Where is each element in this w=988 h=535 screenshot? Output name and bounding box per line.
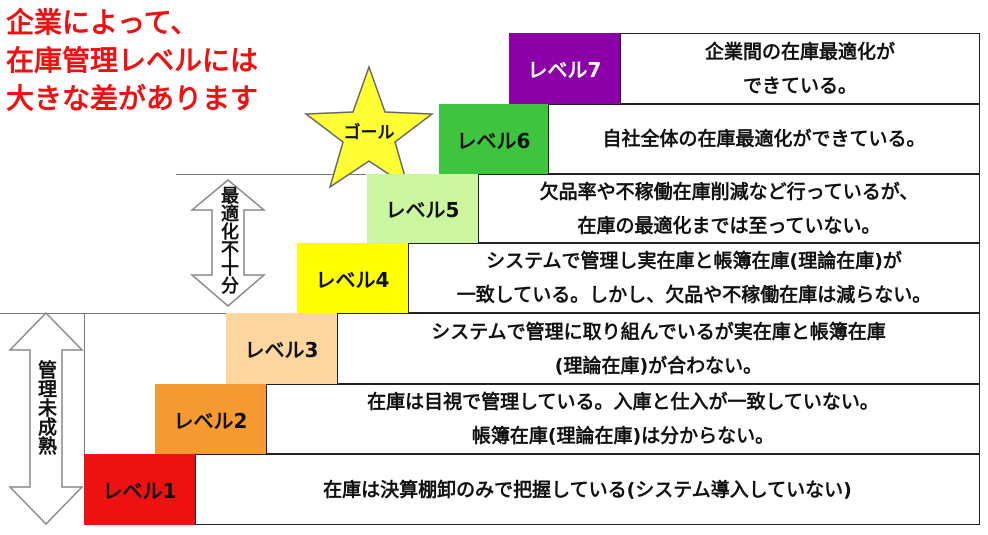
- level-1-description: 在庫は決算棚卸のみで把握している(システム導入していない): [195, 454, 980, 525]
- level-5-badge: レベル5: [367, 174, 478, 243]
- level-4-badge: レベル4: [297, 243, 408, 313]
- level-4-description: システムで管理し実在庫と帳簿在庫(理論在庫)が 一致している。しかし、欠品や不稼…: [408, 243, 980, 313]
- guide-line-top: [176, 174, 366, 175]
- level-2-description: 在庫は目視で管理している。入庫と仕入が一致していない。 帳簿在庫(理論在庫)は分…: [266, 384, 980, 454]
- level-7-description: 企業間の在庫最適化が できている。: [620, 33, 980, 104]
- level-6-description: 自社全体の在庫最適化ができている。: [548, 104, 980, 174]
- level-3-badge: レベル3: [226, 313, 337, 384]
- headline: 企業によって、 在庫管理レベルには 大きな差があります: [6, 6, 259, 115]
- level-7-badge: レベル7: [509, 33, 620, 104]
- guide-line-mid: [0, 313, 226, 314]
- level-6-badge: レベル6: [439, 104, 548, 174]
- arrow-label-optimization: 最適化不十分: [218, 186, 239, 294]
- level-3-description: システムで管理に取り組んでいるが実在庫と帳簿在庫 (理論在庫)が合わない。: [337, 313, 980, 384]
- level-1-badge: レベル1: [84, 454, 195, 525]
- up-down-arrow-optimization: [189, 179, 267, 307]
- arrow-label-management: 管理未成熟: [35, 360, 57, 455]
- level-2-badge: レベル2: [155, 384, 266, 454]
- staircase-edge: [84, 313, 85, 525]
- goal-label: ゴール: [343, 123, 395, 143]
- up-down-arrow-management: [8, 311, 84, 526]
- level-5-description: 欠品率や不稼働在庫削減など行っているが、 在庫の最適化までは至っていない。: [478, 174, 980, 243]
- star-icon: [303, 64, 435, 189]
